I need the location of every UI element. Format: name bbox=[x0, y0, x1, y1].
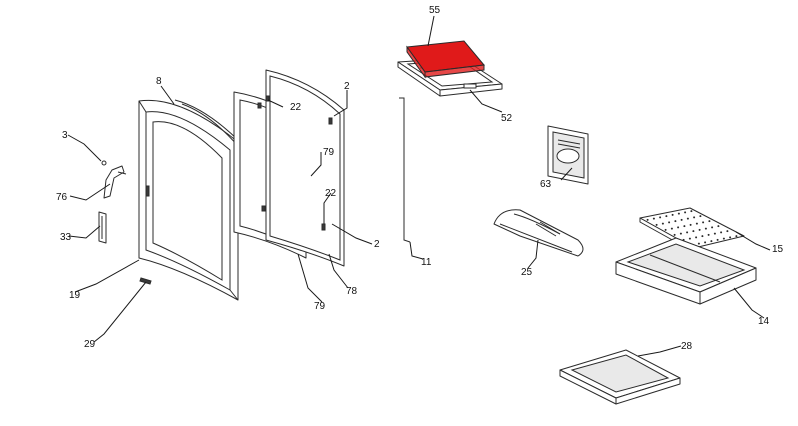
callout-76: 76 bbox=[56, 192, 68, 203]
grate-hole bbox=[686, 231, 689, 234]
part-76-hinge-bracket bbox=[101, 160, 127, 199]
part-25-holder bbox=[493, 209, 584, 257]
grate-hole bbox=[716, 238, 719, 241]
grate-hole bbox=[697, 242, 700, 245]
grate-hole bbox=[652, 217, 655, 220]
callout-8: 8 bbox=[156, 76, 162, 87]
callout-63: 63 bbox=[540, 179, 552, 190]
grate-hole bbox=[708, 220, 711, 223]
callout-19: 19 bbox=[69, 290, 81, 301]
callout-14: 14 bbox=[758, 316, 770, 327]
grate-hole bbox=[683, 225, 686, 228]
part-63-air-grille bbox=[547, 125, 589, 185]
callout-22-top: 22 bbox=[290, 102, 302, 113]
part-11-rod bbox=[399, 97, 411, 243]
grate-hole bbox=[702, 221, 705, 224]
grate-hole bbox=[677, 226, 680, 229]
grate-hole bbox=[671, 213, 674, 216]
grate-hole bbox=[668, 221, 671, 224]
callout-52: 52 bbox=[501, 113, 513, 124]
grate-hole bbox=[710, 240, 713, 243]
part-19-door-frame bbox=[138, 99, 239, 301]
grate-hole bbox=[717, 225, 720, 228]
grate-hole bbox=[673, 233, 676, 236]
grate-hole bbox=[661, 222, 664, 225]
callout-25: 25 bbox=[521, 267, 533, 278]
grate-hole bbox=[680, 218, 683, 221]
callout-28: 28 bbox=[681, 341, 693, 352]
grate-hole bbox=[704, 227, 707, 230]
part-78-glass-panel bbox=[265, 69, 345, 267]
part-8-door-seal bbox=[174, 99, 239, 147]
callout-15: 15 bbox=[772, 244, 784, 255]
grate-hole bbox=[646, 218, 649, 221]
grate-hole bbox=[707, 233, 710, 236]
callout-11: 11 bbox=[421, 257, 432, 268]
grate-hole bbox=[665, 215, 668, 218]
grate-hole bbox=[698, 228, 701, 231]
grate-hole bbox=[686, 217, 689, 220]
grate-hole bbox=[670, 227, 673, 230]
grate-hole bbox=[722, 237, 725, 240]
callout-79-bottom: 79 bbox=[314, 301, 326, 312]
grate-hole bbox=[688, 237, 691, 240]
part-29-latch bbox=[139, 277, 152, 285]
grate-hole bbox=[674, 220, 677, 223]
callout-79-top: 79 bbox=[323, 147, 335, 158]
grate-hole bbox=[726, 230, 729, 233]
grate-hole bbox=[720, 231, 723, 234]
grate-hole bbox=[704, 241, 707, 244]
part-28-drip-tray bbox=[559, 349, 681, 405]
grate-hole bbox=[677, 212, 680, 215]
callout-29: 29 bbox=[84, 339, 96, 350]
part-14-firebox-tray bbox=[615, 237, 757, 305]
callout-22-bottom: 22 bbox=[325, 188, 337, 199]
grate-hole bbox=[679, 232, 682, 235]
grate-hole bbox=[701, 235, 704, 238]
leader-lines bbox=[67, 15, 771, 357]
grate-hole bbox=[695, 236, 698, 239]
grate-hole bbox=[693, 216, 696, 219]
grate-hole bbox=[664, 228, 667, 231]
part-55-highlighted-panel bbox=[406, 40, 485, 79]
grate-hole bbox=[711, 226, 714, 229]
grate-hole bbox=[684, 211, 687, 214]
callout-2-top: 2 bbox=[344, 81, 350, 92]
grate-hole bbox=[713, 232, 716, 235]
grate-hole bbox=[699, 215, 702, 218]
callout-33: 33 bbox=[60, 232, 72, 243]
callout-2-bottom: 2 bbox=[374, 239, 380, 250]
part-33-handle-plate bbox=[98, 211, 107, 244]
callout-labels: 55 52 8 2 22 3 79 63 76 22 33 2 11 25 15… bbox=[56, 5, 784, 352]
grate-hole bbox=[689, 223, 692, 226]
callout-55: 55 bbox=[429, 5, 441, 16]
grate-hole bbox=[692, 230, 695, 233]
grate-hole bbox=[735, 235, 738, 238]
callout-3: 3 bbox=[62, 130, 68, 141]
grate-hole bbox=[655, 223, 658, 226]
grate-hole bbox=[695, 222, 698, 225]
grate-hole bbox=[690, 210, 693, 213]
grate-hole bbox=[729, 236, 732, 239]
grate-hole bbox=[659, 216, 662, 219]
callout-78: 78 bbox=[346, 286, 358, 297]
